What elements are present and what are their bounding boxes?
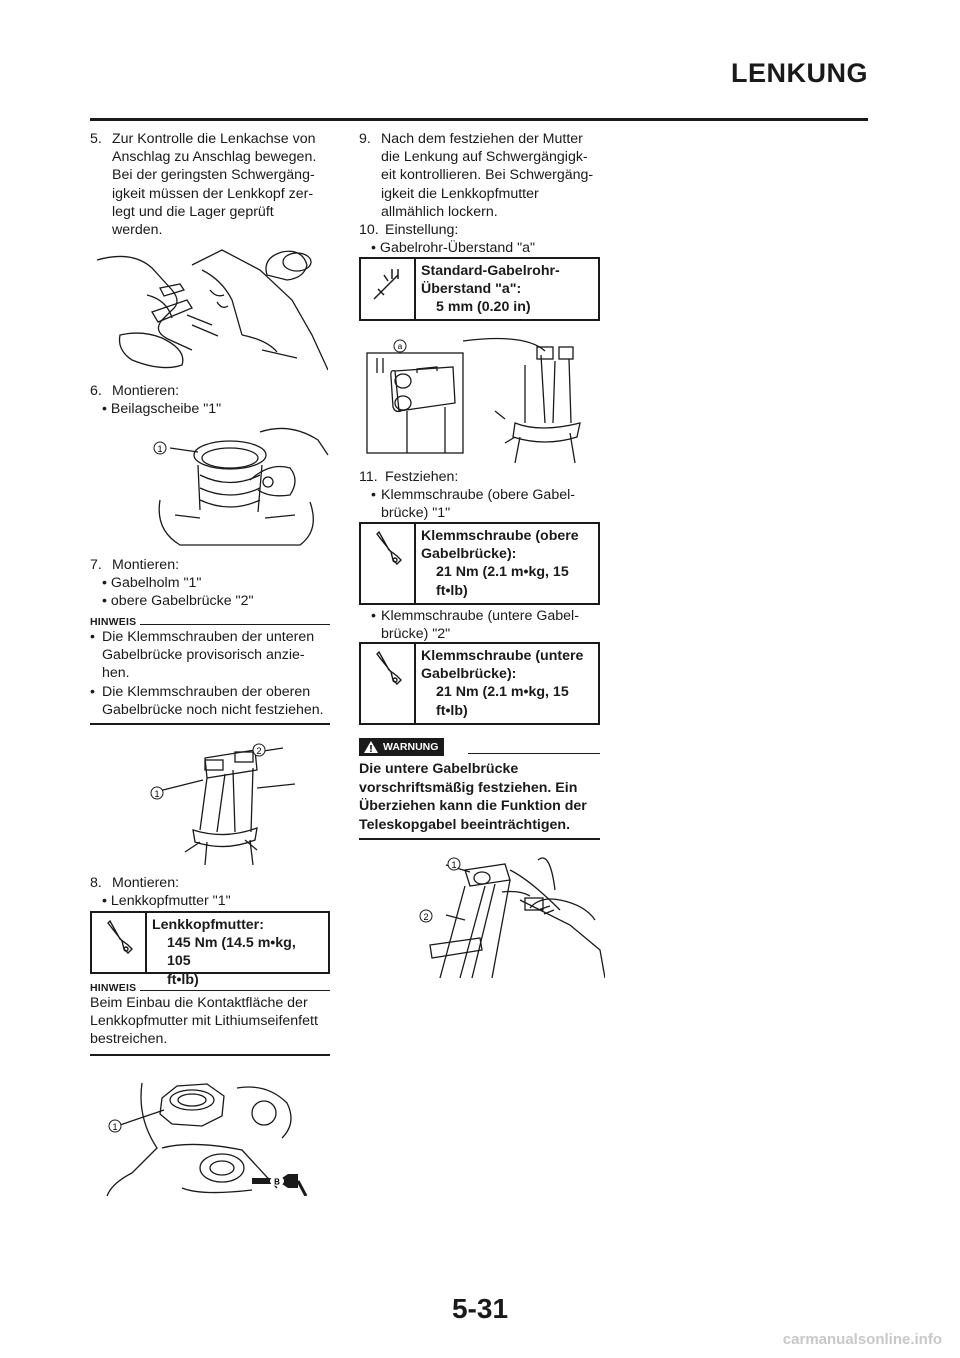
- note-hinweis-2: HINWEIS Beim Einbau die Kontaktfläche de…: [90, 982, 330, 1056]
- step-9: 9. Nach dem festziehen der Mutter die Le…: [359, 130, 604, 257]
- step-11: 11. Festziehen: •Klemmschraube (obere Ga…: [359, 468, 604, 523]
- step-number: 6.: [90, 383, 102, 399]
- callout-1: 1: [451, 860, 456, 870]
- warning-triangle-icon: [364, 741, 378, 753]
- caliper-icon: [361, 259, 416, 319]
- clamp-bolts-illustration: 1 2: [419, 857, 605, 978]
- callout-2: 2: [423, 912, 428, 922]
- torque-wrench-icon: [92, 913, 147, 972]
- warning-badge: WARNUNG: [359, 738, 445, 756]
- spec-value: ft•lb): [436, 702, 468, 719]
- spec-label: Gabelbrücke):: [421, 666, 517, 683]
- spec-value: 21 Nm (2.1 m•kg, 15: [436, 564, 569, 581]
- spec-value: ft•lb): [167, 971, 199, 988]
- footer-watermark: carmanualsonline.info: [782, 1331, 942, 1348]
- step-5: 5. Zur Kontrolle die Lenkachse von Ansch…: [90, 130, 335, 239]
- bullet-item: • Beilagscheibe "1": [102, 401, 222, 418]
- step-title: Einstellung:: [385, 222, 459, 239]
- spec-gabelrohr-ueberstand: Standard-Gabelrohr- Überstand "a": 5 mm …: [359, 257, 600, 321]
- step-number: 10.: [359, 222, 379, 239]
- bullet-item: • Gabelrohr-Überstand "a": [371, 240, 536, 257]
- step-6: 6. Montieren: • Beilagscheibe "1": [90, 382, 335, 418]
- warning-box: WARNUNG Die untere Gabelbrücke vorschrif…: [359, 738, 600, 840]
- torque-wrench-icon: [361, 644, 416, 723]
- callout-a: a: [398, 342, 403, 351]
- svg-text:B: B: [274, 1178, 280, 1187]
- step-7: 7. Montieren: • Gabelholm "1" • obere Ga…: [90, 556, 335, 611]
- bullet-item: • Gabelholm "1": [102, 575, 202, 592]
- step-line: Zur Kontrolle die Lenkachse von: [112, 131, 316, 147]
- header-rule: [90, 118, 868, 121]
- step-line: werden.: [112, 222, 163, 239]
- callout-1: 1: [157, 444, 162, 454]
- spec-value: ft•lb): [436, 582, 468, 599]
- spec-klemmschraube-obere: Klemmschraube (obere Gabelbrücke): 21 Nm…: [359, 522, 600, 605]
- spec-label: Überstand "a":: [421, 281, 522, 298]
- page-number: 5-31: [451, 1293, 509, 1324]
- spec-label: Klemmschraube (untere: [421, 648, 584, 664]
- step-title: Festziehen:: [385, 469, 459, 485]
- step-line: die Lenkung auf Schwergängigk-: [381, 149, 588, 166]
- spec-lenkkopfmutter: Lenkkopfmutter: 145 Nm (14.5 m•kg, 105 f…: [90, 911, 330, 988]
- step-number: 9.: [359, 131, 371, 147]
- bullet-item: •Klemmschraube (obere Gabel-: [371, 487, 575, 504]
- step-line: Anschlag zu Anschlag bewegen.: [112, 149, 317, 166]
- bullet-item: •Klemmschraube (untere Gabel-: [371, 608, 579, 624]
- step-title: Montieren:: [112, 557, 180, 573]
- spec-label: Standard-Gabelrohr-: [421, 263, 560, 279]
- step-title: Montieren:: [112, 383, 180, 399]
- spec-label: Klemmschraube (obere: [421, 528, 579, 544]
- fork-install-illustration: 1 2: [150, 743, 296, 865]
- steering-check-illustration: [96, 249, 328, 371]
- step-number: 7.: [90, 557, 102, 573]
- step-line: allmählich lockern.: [381, 203, 498, 220]
- callout-1: 1: [154, 789, 159, 799]
- spec-value: 5 mm (0.20 in): [436, 299, 531, 316]
- step-line: Bei der geringsten Schwergäng-: [112, 167, 315, 184]
- page-title: LENKUNG: [731, 58, 868, 88]
- step-line: legt und die Lager geprüft: [112, 203, 274, 220]
- washer-illustration: 1: [153, 427, 329, 546]
- spec-value: 21 Nm (2.1 m•kg, 15: [436, 684, 569, 701]
- callout-1: 1: [112, 1122, 117, 1132]
- grease-icon: B: [252, 1174, 308, 1196]
- warning-line: vorschriftsmäßig festziehen. Ein: [359, 779, 578, 796]
- bullet-continuation: brücke) "2": [381, 626, 451, 643]
- fork-protrusion-illustration: a: [366, 337, 581, 463]
- spec-label: Lenkkopfmutter:: [152, 917, 264, 933]
- note-heading: HINWEIS: [90, 982, 137, 994]
- step-line: igkeit müssen der Lenkkopf zer-: [112, 185, 314, 202]
- warning-line: Teleskopgabel beeinträchtigen.: [359, 816, 571, 833]
- bullet-item: • Lenkkopfmutter "1": [102, 893, 231, 910]
- warning-line: Überziehen kann die Funktion der: [359, 798, 587, 814]
- step-line: Nach dem festziehen der Mutter: [381, 131, 583, 147]
- step-title: Montieren:: [112, 875, 180, 891]
- callout-2: 2: [256, 746, 261, 756]
- bullet-item: • obere Gabelbrücke "2": [102, 593, 254, 610]
- step-number: 8.: [90, 875, 102, 891]
- torque-wrench-icon: [361, 524, 416, 603]
- step-line: eit kontrollieren. Bei Schwergäng-: [381, 167, 594, 184]
- steering-nut-illustration: 1 B: [106, 1082, 308, 1196]
- step-line: igkeit die Lenkkopfmutter: [381, 185, 539, 202]
- warning-line: Die untere Gabelbrücke: [359, 761, 519, 777]
- bullet-continuation: brücke) "1": [381, 505, 451, 522]
- note-hinweis-1: HINWEIS •Die Klemmschrauben der unteren …: [90, 616, 330, 726]
- step-11-bullet-2: •Klemmschraube (untere Gabel- brücke) "2…: [359, 607, 604, 643]
- note-heading: HINWEIS: [90, 616, 137, 628]
- step-number: 11.: [359, 469, 378, 485]
- step-number: 5.: [90, 131, 102, 147]
- step-8: 8. Montieren: • Lenkkopfmutter "1": [90, 874, 335, 910]
- spec-value: 145 Nm (14.5 m•kg, 105: [167, 935, 296, 970]
- spec-klemmschraube-untere: Klemmschraube (untere Gabelbrücke): 21 N…: [359, 642, 600, 725]
- spec-label: Gabelbrücke):: [421, 546, 517, 563]
